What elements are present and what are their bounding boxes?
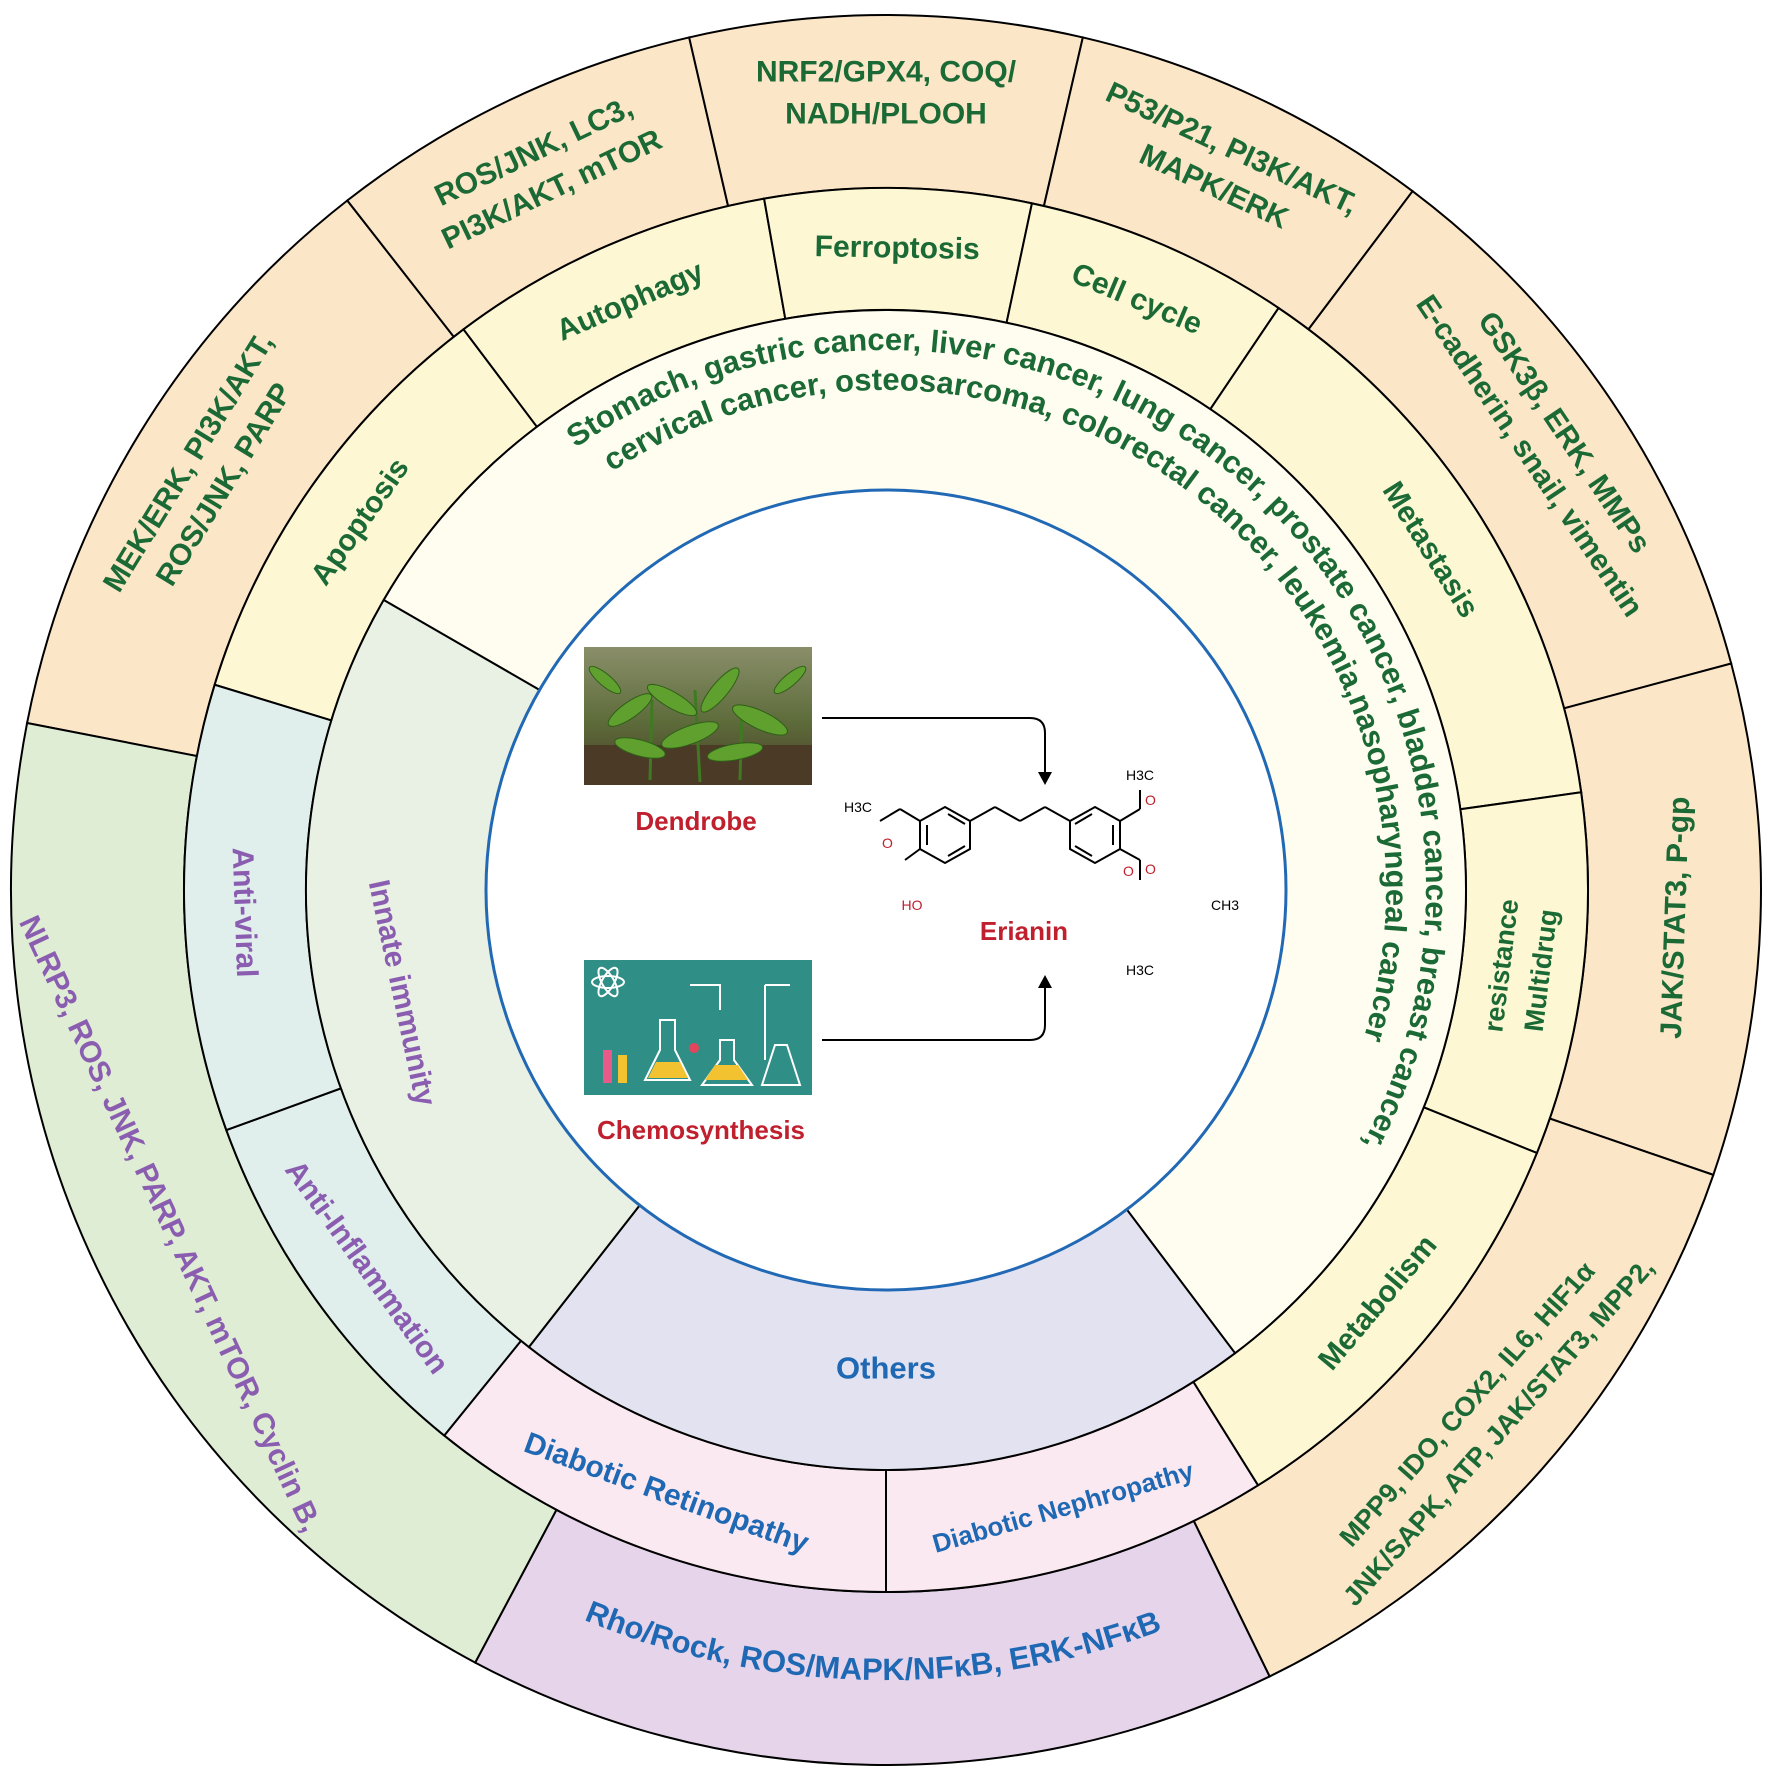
cancer-pathway-2-0: NRF2/GPX4, COQ/: [756, 56, 1017, 89]
arrow-head-up: [1038, 975, 1052, 988]
atom-hydroxyl: HO: [902, 897, 923, 913]
others-label: Others: [836, 1351, 936, 1386]
arrow-head-down: [1038, 772, 1052, 785]
atom-methyl-right: CH3: [1211, 897, 1239, 913]
dendrobe-label: Dendrobe: [635, 806, 756, 836]
cancer-category-2: Ferroptosis: [814, 230, 980, 266]
atom-oxygen-right: O: [1123, 863, 1134, 879]
atom-methyl-top: H3C: [1126, 767, 1154, 783]
erianin-structure: [879, 790, 1141, 880]
atom-oxygen-left: O: [882, 835, 893, 851]
lab-glassware-icon: [584, 960, 812, 1095]
cancer-pathway-2-1: NADH/PLOOH: [785, 98, 987, 131]
atom-oxygen-bottom: O: [1145, 861, 1156, 877]
atom-oxygen-top: O: [1145, 792, 1156, 808]
plant-photo-icon: [584, 647, 812, 785]
atom-methyl-bottom: H3C: [1126, 962, 1154, 978]
center-circle: [484, 488, 1288, 1292]
ring-sectors: [10, 14, 1762, 1766]
anti-viral-label: Anti-viral: [226, 847, 264, 978]
atom-methyl-left: H3C: [844, 799, 872, 815]
erianin-atom-labels: H3C O O CH3 O H3C H3C O HO: [844, 767, 1239, 978]
arrow-connectors: [822, 717, 1046, 1041]
erianin-label: Erianin: [980, 916, 1068, 946]
chemosynthesis-label: Chemosynthesis: [597, 1115, 805, 1145]
